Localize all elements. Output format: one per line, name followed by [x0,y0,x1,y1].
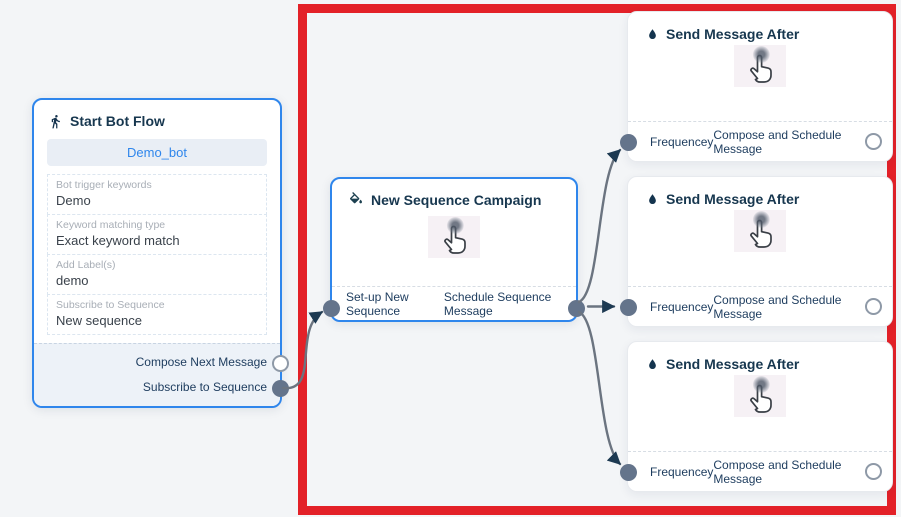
field-bot-trigger-keywords[interactable]: Bot trigger keywords Demo [47,174,267,215]
field-value: Demo [56,193,91,208]
footer-label-schedule-sequence-message: Schedule Sequence Message [443,289,552,318]
click-glow [752,46,770,63]
water-drop-icon [649,358,656,369]
port-campaign-input[interactable] [323,300,340,317]
hand-pointer-icon[interactable] [734,375,786,417]
hand-pointer-glyph [750,219,772,248]
send-node-title: Send Message After [666,356,800,372]
campaign-node-header: New Sequence Campaign [332,179,576,210]
field-label: Add Label(s) [56,259,116,271]
field-label: Keyword matching type [56,219,166,231]
port-frequency-input[interactable] [620,464,637,481]
send-message-after-node-3[interactable]: Send Message After Frequencey Compose an… [620,341,893,492]
output-label: Subscribe to Sequence [142,379,267,394]
campaign-node-title: New Sequence Campaign [371,192,542,208]
send-message-after-node-1[interactable]: Send Message After Frequencey Compose an… [620,11,893,162]
field-value: demo [56,273,89,288]
click-glow [752,376,770,393]
hand-pointer-glyph [444,225,466,254]
field-value: Exact keyword match [56,233,180,248]
port-compose-schedule-output[interactable] [865,298,882,315]
field-value: New sequence [56,313,142,328]
new-sequence-campaign-node[interactable]: New Sequence Campaign Set-up New Sequenc… [323,177,585,322]
click-glow [446,217,464,234]
start-bot-flow-node[interactable]: Start Bot Flow Demo_bot Bot trigger keyw… [32,98,289,408]
port-compose-next-message[interactable] [272,355,289,372]
paint-bucket-icon [349,192,362,204]
send-node-header: Send Message After [628,177,892,207]
field-add-labels[interactable]: Add Label(s) demo [47,254,267,295]
port-frequency-input[interactable] [620,299,637,316]
click-glow [752,211,770,228]
footer-label-setup-new-sequence: Set-up New Sequence [346,289,409,318]
start-node-footer: Compose Next Message Subscribe to Sequen… [34,343,280,406]
send-node-footer: Frequencey Compose and Schedule Message [628,121,892,161]
footer-label-frequency: Frequencey [650,464,714,479]
port-subscribe-to-sequence[interactable] [272,380,289,397]
start-node-fields: Bot trigger keywords Demo Keyword matchi… [47,174,267,335]
output-label: Compose Next Message [135,354,267,369]
port-compose-schedule-output[interactable] [865,133,882,150]
field-keyword-matching-type[interactable]: Keyword matching type Exact keyword matc… [47,214,267,255]
send-node-footer: Frequencey Compose and Schedule Message [628,451,892,491]
output-row-subscribe-to-sequence: Subscribe to Sequence [34,374,280,399]
water-drop-icon [649,193,656,204]
footer-label-frequency: Frequencey [650,299,714,314]
hand-pointer-icon[interactable] [734,210,786,252]
hand-pointer-icon[interactable] [734,45,786,87]
port-frequency-input[interactable] [620,134,637,151]
port-campaign-output[interactable] [568,300,585,317]
send-node-header: Send Message After [628,12,892,42]
bot-name-button[interactable]: Demo_bot [47,139,267,166]
send-node-title: Send Message After [666,191,800,207]
send-node-header: Send Message After [628,342,892,372]
footer-label-compose-schedule: Compose and Schedule Message [713,127,842,156]
output-row-compose-next-message: Compose Next Message [34,349,280,374]
hand-pointer-icon[interactable] [428,216,480,258]
campaign-node-footer: Set-up New Sequence Schedule Sequence Me… [332,286,576,320]
footer-label-compose-schedule: Compose and Schedule Message [713,457,842,486]
send-node-title: Send Message After [666,26,800,42]
field-label: Subscribe to Sequence [56,299,165,311]
port-compose-schedule-output[interactable] [865,463,882,480]
send-message-after-node-2[interactable]: Send Message After Frequencey Compose an… [620,176,893,327]
water-drop-icon [649,28,656,39]
footer-label-frequency: Frequencey [650,134,714,149]
hand-pointer-glyph [750,384,772,413]
send-node-footer: Frequencey Compose and Schedule Message [628,286,892,326]
footer-label-compose-schedule: Compose and Schedule Message [713,292,842,321]
hand-pointer-glyph [750,54,772,83]
start-node-header: Start Bot Flow [34,100,280,138]
start-node-title: Start Bot Flow [70,113,165,129]
walking-person-icon [51,114,60,128]
field-subscribe-to-sequence[interactable]: Subscribe to Sequence New sequence [47,294,267,335]
field-label: Bot trigger keywords [56,179,152,191]
